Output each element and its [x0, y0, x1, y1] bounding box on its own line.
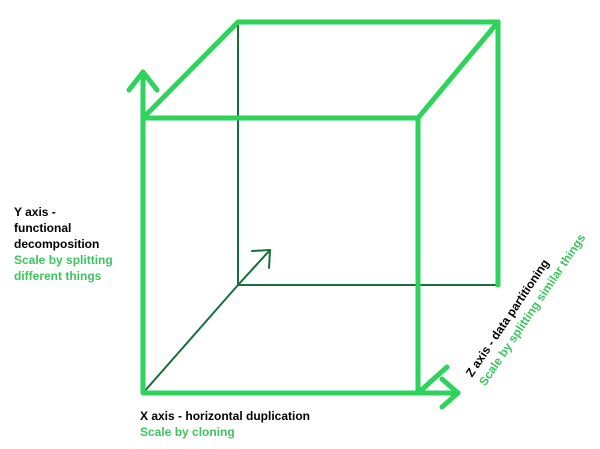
- y-axis-arrowhead: [126, 69, 160, 93]
- x-axis-title: X axis - horizontal duplication: [140, 409, 311, 423]
- top-right-depth-edge: [415, 19, 501, 121]
- cube-front-edges: [140, 19, 501, 396]
- y-axis-title-line: Y axis -: [14, 205, 56, 219]
- inner-arrowhead: [251, 248, 272, 269]
- cube-back-edges: [142, 21, 499, 394]
- y-axis-label: Y axis - functional decomposition Scale …: [14, 204, 144, 284]
- y-axis-title-line: functional: [14, 221, 72, 235]
- front-face: [140, 115, 421, 396]
- bottom-left-depth-edge: [142, 284, 239, 394]
- bottom-right-depth-edge: [415, 364, 450, 396]
- x-axis-label: X axis - horizontal duplication Scale by…: [140, 408, 400, 440]
- x-axis-arrowhead: [439, 376, 461, 410]
- y-axis-subtitle-line: Scale by splitting: [14, 253, 113, 267]
- inner-arrow: [237, 249, 271, 286]
- x-axis-subtitle: Scale by cloning: [140, 425, 235, 439]
- y-axis-title-line: decomposition: [14, 237, 100, 251]
- y-axis-subtitle-line: different things: [14, 269, 102, 283]
- top-left-depth-edge: [140, 19, 241, 121]
